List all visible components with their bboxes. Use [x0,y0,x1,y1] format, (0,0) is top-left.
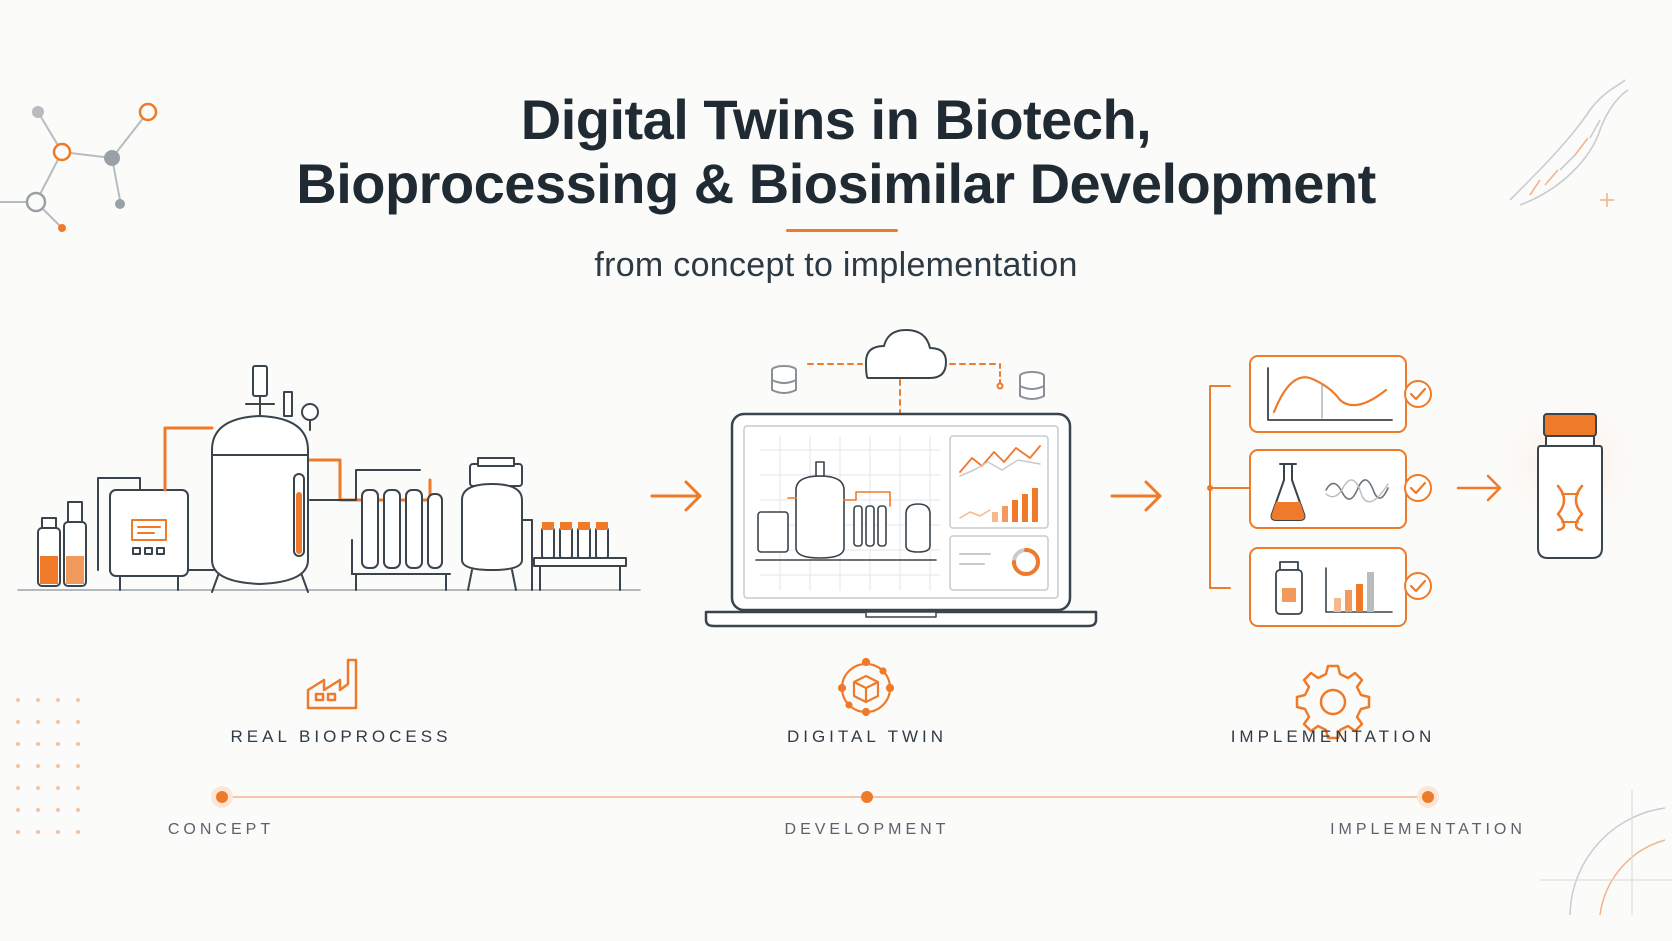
vial-icon [1275,561,1303,615]
arrow-right-icon [1110,480,1162,512]
database-icon-right [1019,371,1045,400]
phase-label-development: DEVELOPMENT [784,821,950,838]
storage-tank-icon [461,457,533,591]
page-subtitle: from concept to implementation [594,246,1078,284]
title-underline [786,229,898,232]
check-circle-icon [1404,474,1432,502]
vial-rack-icon [533,522,627,591]
title-line-2: Bioprocessing & Biosimilar Development [296,152,1376,215]
dna-decoration-icon [1509,79,1629,207]
control-unit-icon [109,489,189,591]
timeline [211,786,1439,808]
arc-decoration [1540,790,1672,916]
mini-plant-icon [755,461,937,561]
cloud-icon [865,329,947,379]
bioreactor-vessel-icon [211,365,319,593]
title-line-1: Digital Twins in Biotech, [520,88,1152,151]
timeline-dot-development [861,791,873,803]
timeline-dot-implementation [1422,791,1434,803]
stage-label-implementation: IMPLEMENTATION [1230,727,1436,746]
factory-icon [306,658,358,710]
biosimilar-vial-icon [1492,386,1648,559]
page-title: Digital Twins in Biotech, Bioprocessing … [0,88,1672,216]
bar-chart-icon [992,488,1038,522]
check-circle-icon [1404,380,1432,408]
arrow-right-icon [650,480,702,512]
digital-twin-laptop-illustration [704,329,1098,628]
stage-label-digital-twin: DIGITAL TWIN [786,727,948,746]
database-icon-left [771,365,797,394]
implementation-outputs-illustration [1207,355,1432,627]
molecule-decoration-icon [0,102,158,232]
bioprocess-plant-illustration [17,365,641,593]
cube-network-icon [837,657,895,717]
chromatography-columns-icon [351,489,451,591]
media-bottles-icon [37,501,87,587]
analytics-panel-vial [1249,547,1432,627]
flask-icon [1270,463,1306,521]
check-circle-icon [1404,572,1432,600]
phase-label-implementation: IMPLEMENTATION [1330,821,1526,838]
gear-icon [1295,664,1371,740]
timeline-dot-concept [216,791,228,803]
phase-label-concept: CONCEPT [167,821,275,838]
stage-label-real-bioprocess: REAL BIOPROCESS [230,727,452,746]
analytics-panel-flask [1249,449,1432,529]
analytics-panel-curve [1249,355,1432,433]
dot-grid-decoration [16,698,80,834]
